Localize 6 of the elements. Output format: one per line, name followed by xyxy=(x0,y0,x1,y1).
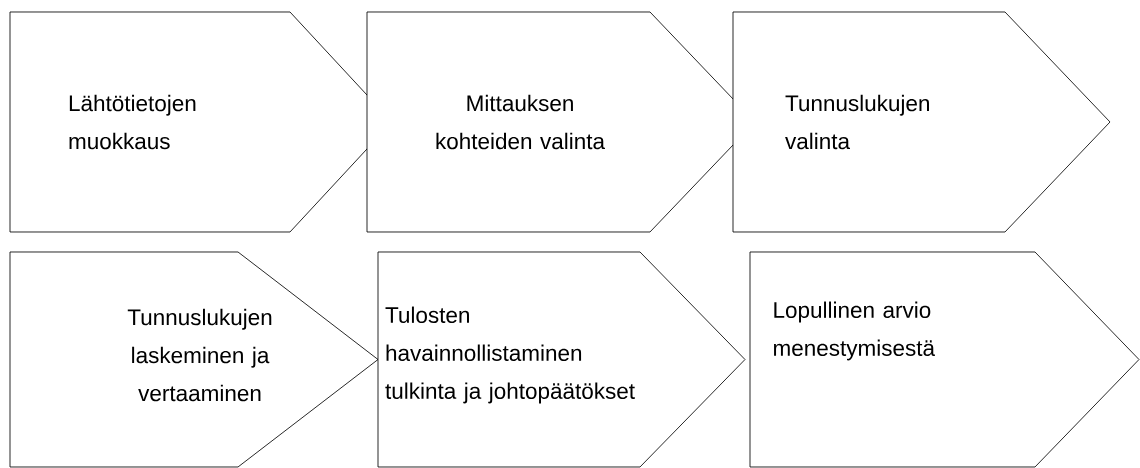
chevron-box: Tunnuslukujen laskeminen ja vertaaminen xyxy=(9,251,379,468)
chevron-box: Mittauksen kohteiden valinta xyxy=(366,11,756,233)
chevron-box: Lähtötietojen muokkaus xyxy=(9,11,393,233)
chevron-box: Lopullinen arvio menestymisestä xyxy=(749,251,1140,468)
chevron-box: Tulosten havainnollistaminen tulkinta ja johtopäätökset xyxy=(377,251,746,468)
chevron-box: Tunnuslukujen valinta xyxy=(732,11,1111,233)
